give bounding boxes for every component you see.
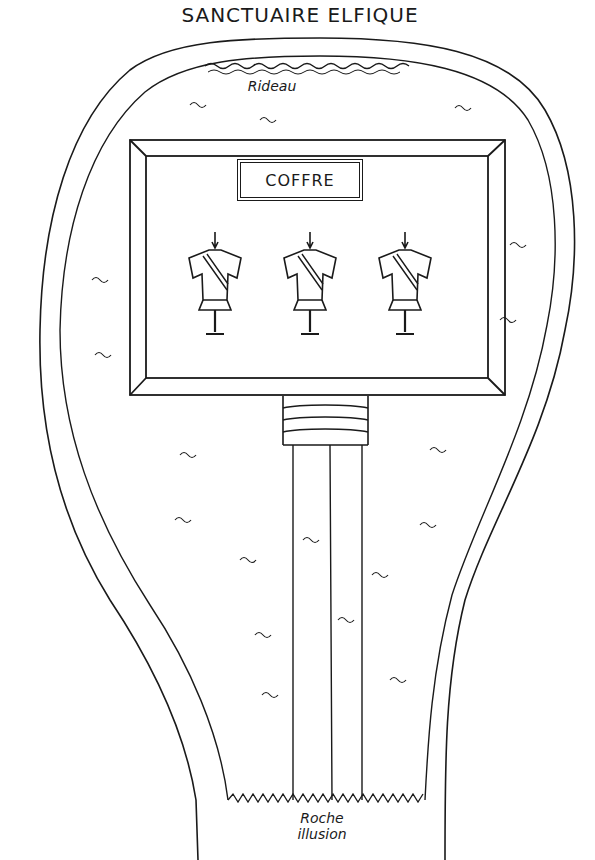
curtain — [205, 64, 409, 69]
armor-stand — [189, 232, 241, 334]
rock-label: Roche illusion — [286, 810, 358, 842]
steps — [283, 396, 368, 445]
map-title: SANCTUAIRE ELFIQUE — [181, 4, 418, 27]
corridor — [293, 445, 362, 800]
ground-marks — [92, 103, 526, 698]
curtain — [208, 70, 400, 74]
chest-label-box: COFFRE — [237, 159, 363, 201]
armor-stand — [379, 232, 431, 334]
cave-outline — [40, 38, 575, 860]
chest-label: COFFRE — [265, 171, 334, 190]
rock-edge — [228, 794, 423, 802]
cave-inner-outline — [60, 56, 555, 800]
curtain-label: Rideau — [232, 78, 312, 94]
chest-frame — [130, 140, 505, 395]
armor-stand — [284, 232, 336, 334]
